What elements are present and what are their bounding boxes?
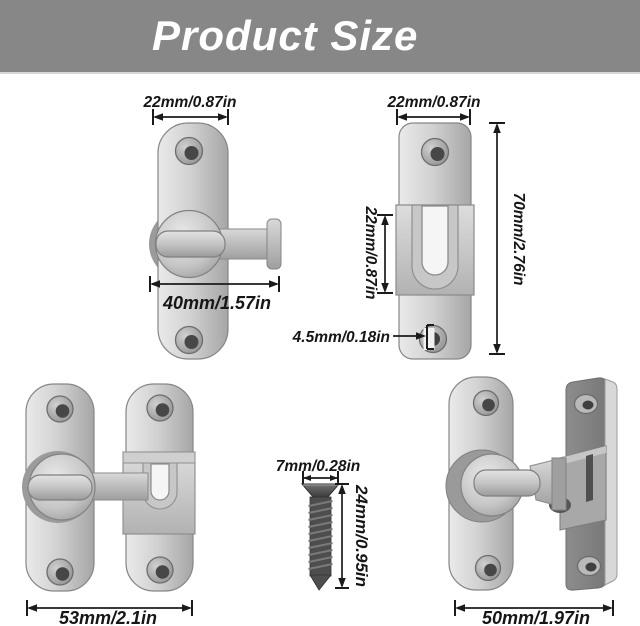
screw-length-label: 24mm/0.95in — [352, 484, 371, 587]
screw-hole-bore — [55, 567, 70, 581]
slot-height-dimension-arrow — [377, 214, 393, 294]
latch-angled-view-diagram: 50mm/1.97in — [445, 376, 618, 626]
u-slot — [150, 463, 170, 501]
plate-height-label: 70mm/2.76in — [510, 192, 527, 285]
catch-plate-hardware — [395, 122, 475, 360]
screw-hole-bore — [55, 404, 70, 418]
arm-pivot — [551, 457, 567, 511]
screw-threads — [308, 499, 333, 571]
screw-illustration — [300, 483, 341, 591]
screw-head-dimension-arrow — [302, 471, 339, 485]
screw-hole-bottom-bore — [484, 563, 497, 577]
plate-height-dimension-arrow — [489, 122, 505, 355]
total-width-dimension-arrow — [149, 276, 280, 292]
latch-front-view-diagram: 22mm/0.87in — [142, 94, 282, 360]
catch-block-top-face — [560, 446, 606, 465]
hole-diameter-callout: 4.5mm/0.18in — [292, 324, 434, 350]
hole-diameter-label: 4.5mm/0.18in — [292, 329, 390, 346]
angled-screw-hole-bottom-bore — [585, 562, 597, 572]
screw-head-label: 7mm/0.28in — [276, 458, 360, 475]
u-slot — [421, 205, 449, 276]
latch-front-hardware — [149, 122, 282, 360]
total-width-label: 40mm/1.57in — [162, 293, 271, 313]
screw-length-dimension-arrow — [335, 483, 349, 589]
header-banner: Product Size — [0, 0, 640, 74]
thumb-bar — [27, 474, 93, 501]
thumb-bar — [155, 230, 226, 258]
catch-slot — [586, 454, 593, 502]
screw-head — [300, 483, 341, 499]
screw-hole-top-bore — [430, 147, 445, 161]
latch-arm-flange — [266, 218, 282, 270]
slot-height-label: 22mm/0.87in — [362, 205, 379, 299]
catch-width-label: 22mm/0.87in — [386, 94, 480, 111]
screw-hole-top-bore — [482, 398, 495, 412]
screw-hole-top-bore — [184, 146, 199, 160]
page-title: Product Size — [152, 12, 419, 59]
angled-screw-hole-top-bore — [582, 400, 594, 410]
thumb-bar — [473, 469, 541, 497]
hole-callout-window — [423, 328, 435, 350]
latch-angled-hardware — [445, 376, 618, 591]
plate-width-label: 22mm/0.87in — [142, 94, 236, 111]
closed-width-label: 53mm/2.1in — [59, 608, 157, 626]
catch-lip — [122, 451, 196, 464]
angled-catch-plate-edge — [604, 378, 618, 586]
angled-width-dimension-arrow — [454, 600, 614, 616]
latch-closed-hardware — [22, 383, 196, 592]
angled-width-label: 50mm/1.97in — [482, 608, 590, 626]
screw-tip — [309, 574, 332, 591]
catch-plate-view-diagram: 22mm/0.87in — [292, 94, 527, 360]
hole-callout-bracket — [426, 324, 434, 350]
screw-hole-bore — [155, 403, 170, 417]
plate-width-dimension-arrow — [152, 109, 229, 125]
screw-hole-bottom-bore — [184, 335, 199, 349]
screw-diagram: 7mm/0.28in — [276, 458, 371, 591]
catch-width-dimension-arrow — [396, 109, 471, 125]
screw-hole-bore — [155, 565, 170, 579]
closed-width-dimension-arrow — [26, 600, 193, 616]
latch-closed-view-diagram: 53mm/2.1in — [22, 383, 196, 626]
latch-arm — [217, 228, 271, 260]
